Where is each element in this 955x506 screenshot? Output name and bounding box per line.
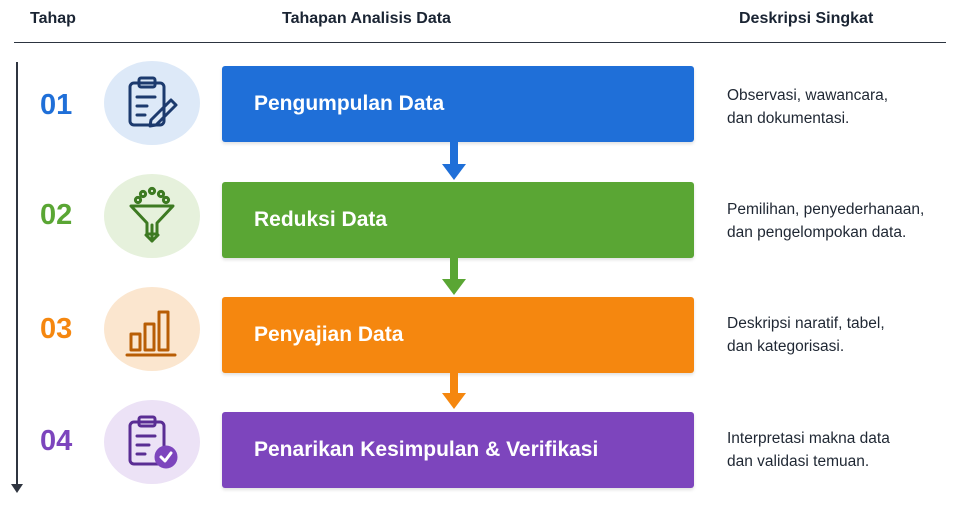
desc-line: Pemilihan, penyederhanaan, bbox=[727, 201, 925, 218]
step-description-4: Interpretasi makna data dan validasi tem… bbox=[727, 427, 890, 473]
arrow-head bbox=[442, 164, 466, 180]
step-number-4: 04 bbox=[40, 425, 73, 457]
flow-arrow-1 bbox=[442, 142, 466, 180]
icon-circle-2 bbox=[104, 174, 200, 258]
column-header-step: Tahapan Analisis Data bbox=[282, 10, 451, 27]
flow-arrow-3 bbox=[442, 371, 466, 409]
arrow-shaft bbox=[450, 371, 458, 395]
icon-circle-1 bbox=[104, 61, 200, 145]
step-title-2: Reduksi Data bbox=[254, 208, 388, 231]
clipboard-pencil-icon bbox=[128, 76, 178, 128]
column-header-stage: Tahap bbox=[30, 10, 76, 27]
step-description-1: Observasi, wawancara, dan dokumentasi. bbox=[727, 84, 888, 130]
desc-line: dan pengelompokan data. bbox=[727, 224, 907, 241]
step-bar-4: Penarikan Kesimpulan & Verifikasi bbox=[222, 412, 694, 488]
step-title-1: Pengumpulan Data bbox=[254, 92, 445, 115]
timeline-arrowhead bbox=[11, 484, 23, 493]
step-bar-1: Pengumpulan Data bbox=[222, 66, 694, 142]
step-number-1: 01 bbox=[40, 89, 73, 121]
timeline-line bbox=[16, 62, 18, 487]
arrow-shaft bbox=[450, 142, 458, 166]
funnel-icon bbox=[129, 186, 175, 243]
desc-line: Observasi, wawancara, bbox=[727, 87, 889, 104]
bar-chart-icon bbox=[125, 310, 177, 357]
icon-circle-3 bbox=[104, 287, 200, 371]
step-number-2: 02 bbox=[40, 199, 73, 231]
header-divider bbox=[14, 42, 946, 43]
step-bar-3: Penyajian Data bbox=[222, 297, 694, 373]
step-description-2: Pemilihan, penyederhanaan, dan pengelomp… bbox=[727, 198, 924, 244]
arrow-head bbox=[442, 279, 466, 295]
icon-circle-4 bbox=[104, 400, 200, 484]
desc-line: Deskripsi naratif, tabel, bbox=[727, 315, 885, 332]
step-number-3: 03 bbox=[40, 313, 73, 345]
arrow-shaft bbox=[450, 257, 458, 281]
step-bar-2: Reduksi Data bbox=[222, 182, 694, 258]
column-header-description: Deskripsi Singkat bbox=[739, 10, 874, 27]
flow-arrow-2 bbox=[442, 257, 466, 295]
step-title-4: Penarikan Kesimpulan & Verifikasi bbox=[254, 438, 599, 461]
arrow-head bbox=[442, 393, 466, 409]
desc-line: dan kategorisasi. bbox=[727, 338, 845, 355]
desc-line: dan dokumentasi. bbox=[727, 110, 850, 127]
step-description-3: Deskripsi naratif, tabel, dan kategorisa… bbox=[727, 312, 885, 358]
clipboard-check-icon bbox=[128, 415, 178, 469]
desc-line: dan validasi temuan. bbox=[727, 453, 870, 470]
desc-line: Interpretasi makna data bbox=[727, 430, 890, 447]
step-title-3: Penyajian Data bbox=[254, 323, 404, 346]
